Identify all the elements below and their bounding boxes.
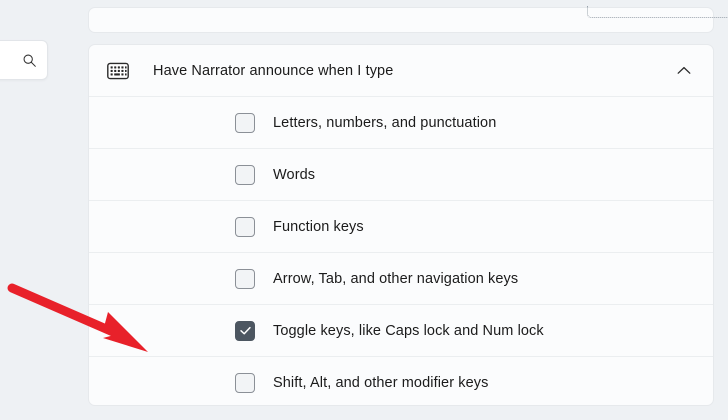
option-row-function-keys[interactable]: Function keys [89,201,713,253]
option-label: Words [273,166,316,183]
chevron-up-icon[interactable] [673,60,695,82]
option-row-modifier-keys[interactable]: Shift, Alt, and other modifier keys [89,357,713,405]
checkbox-navigation-keys[interactable] [235,268,255,289]
option-row-letters-numbers-punctuation[interactable]: Letters, numbers, and punctuation [89,97,713,149]
search-icon [22,53,37,68]
checkbox-function-keys[interactable] [235,216,255,237]
sidebar-search-box[interactable] [0,40,48,80]
option-label: Toggle keys, like Caps lock and Num lock [273,322,544,339]
previous-settings-card [88,6,728,33]
keyboard-icon [105,58,131,84]
checkbox-toggle-keys[interactable] [235,320,255,341]
narrator-typing-settings-card: Have Narrator announce when I type Lette… [88,44,714,406]
option-row-words[interactable]: Words [89,149,713,201]
checkbox-words[interactable] [235,164,255,185]
option-label: Arrow, Tab, and other navigation keys [273,270,519,287]
option-label: Letters, numbers, and punctuation [273,114,497,131]
focus-outline-indicator [587,6,728,18]
option-row-navigation-keys[interactable]: Arrow, Tab, and other navigation keys [89,253,713,305]
option-label: Function keys [273,218,364,235]
checkbox-letters-numbers-punctuation[interactable] [235,112,255,133]
expander-header[interactable]: Have Narrator announce when I type [89,45,713,97]
checkbox-modifier-keys[interactable] [235,373,255,393]
option-row-toggle-keys[interactable]: Toggle keys, like Caps lock and Num lock [89,305,713,357]
page-title: Have Narrator announce when I type [153,62,394,79]
option-label: Shift, Alt, and other modifier keys [273,375,489,391]
